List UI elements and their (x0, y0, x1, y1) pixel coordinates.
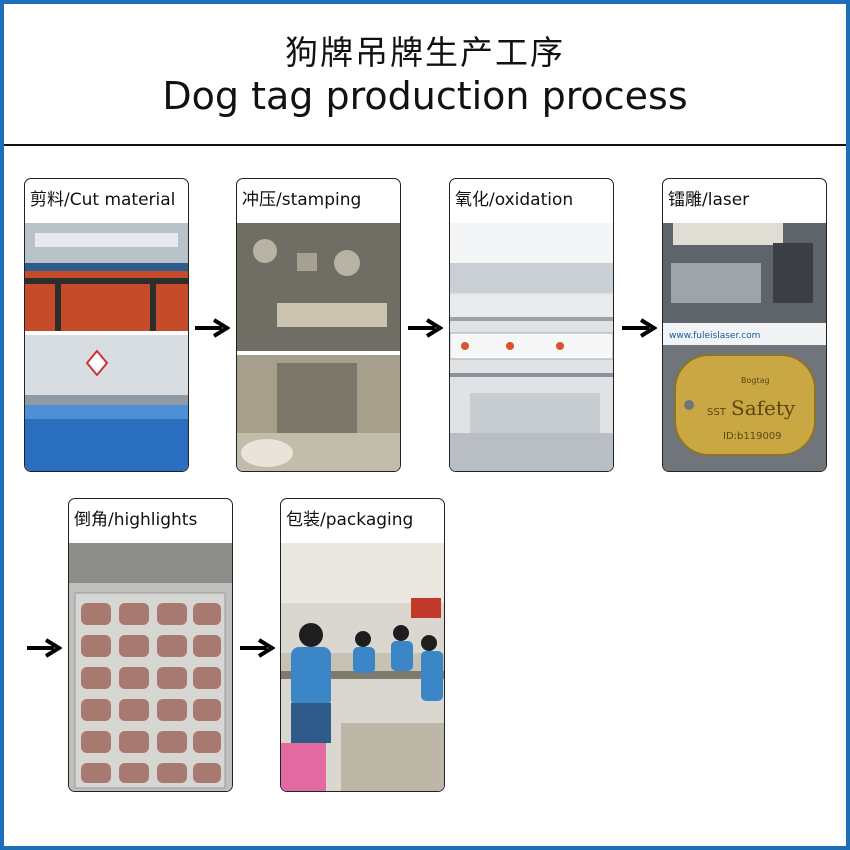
step-card-oxidation: 氧化/oxidation (449, 178, 614, 472)
step-label: 倒角/highlights (74, 510, 198, 530)
step-card-highlights: 倒角/highlights (68, 498, 233, 792)
step-label: 镭雕/laser (668, 190, 750, 210)
step-card-packaging: 包装/packaging (280, 498, 445, 792)
step-card-cut-material: 剪料/Cut material (24, 178, 189, 472)
arrow-right-icon (408, 318, 443, 338)
step-label: 氧化/oxidation (455, 190, 574, 210)
step-card-laser: 镭雕/laser www.fuleislaser.com Bogtag SST … (662, 178, 827, 472)
step-label: 包装/packaging (286, 510, 414, 530)
step-label: 冲压/stamping (242, 190, 362, 210)
highlights-photo (69, 543, 232, 791)
arrow-right-icon (195, 318, 230, 338)
title-chinese: 狗牌吊牌生产工序 (285, 33, 565, 72)
cut-material-photo (25, 223, 188, 471)
arrow-right-icon (240, 638, 275, 658)
svg-text:Safety: Safety (731, 396, 796, 420)
header: 狗牌吊牌生产工序 Dog tag production process (4, 4, 846, 146)
svg-text:www.fuleislaser.com: www.fuleislaser.com (669, 331, 760, 341)
packaging-photo (281, 543, 444, 791)
title-english: Dog tag production process (162, 74, 688, 118)
oxidation-photo (450, 223, 613, 471)
stamping-photo (237, 223, 400, 471)
svg-text:ID:b119009: ID:b119009 (723, 431, 782, 442)
step-label: 剪料/Cut material (30, 190, 176, 210)
arrow-right-icon (622, 318, 657, 338)
laser-photo: www.fuleislaser.com Bogtag SST Safety ID… (663, 223, 826, 471)
arrow-right-icon (27, 638, 62, 658)
svg-text:SST: SST (707, 407, 727, 418)
step-card-stamping: 冲压/stamping (236, 178, 401, 472)
svg-text:Bogtag: Bogtag (741, 376, 770, 385)
